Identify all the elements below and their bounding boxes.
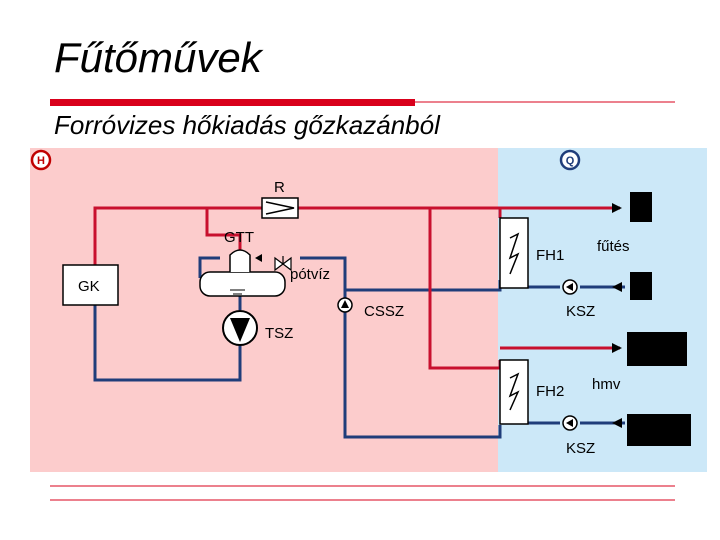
label-hmv: hmv <box>592 376 621 393</box>
zone-q-symbol: Q <box>559 149 581 171</box>
label-cssz: CSSZ <box>364 303 404 320</box>
hmv-flow-arrow <box>612 343 622 353</box>
label-fh2: FH2 <box>536 383 564 400</box>
heating-consumer-block <box>630 192 652 222</box>
zone-h-symbol: H <box>30 149 52 171</box>
label-gtt: GTT <box>224 229 254 246</box>
heat-exchanger-fh2 <box>499 359 529 425</box>
heat-exchanger-fh1 <box>499 217 529 289</box>
makeup-valve <box>255 254 292 272</box>
label-potviz: pótvíz <box>290 266 330 283</box>
zone-h-label: H <box>37 155 45 167</box>
heating-return-block <box>630 272 652 300</box>
label-tsz: TSZ <box>265 325 293 342</box>
pump-ksz-hmv <box>562 415 578 431</box>
title-rule-accent <box>50 99 415 106</box>
label-ksz-heating: KSZ <box>566 303 595 320</box>
page-subtitle: Forróvizes hőkiadás gőzkazánból <box>54 110 440 140</box>
supply-pipes <box>93 206 620 370</box>
label-futes: fűtés <box>597 238 630 255</box>
heating-flow-arrow <box>612 203 622 213</box>
hmv-consumer-block <box>627 332 687 366</box>
zone-q-label: Q <box>566 155 575 167</box>
label-gk: GK <box>78 278 100 295</box>
feedwater-tank-gtt <box>199 249 286 297</box>
steam-boiler-gk <box>62 264 119 306</box>
feed-pump-tsz <box>222 310 258 346</box>
pressure-reducer-r <box>261 197 299 219</box>
label-ksz-hmv: KSZ <box>566 440 595 457</box>
label-r: R <box>274 179 285 196</box>
pump-ksz-heating <box>562 279 578 295</box>
label-fh1: FH1 <box>536 247 564 264</box>
heating-return-arrow <box>612 282 622 292</box>
hmv-return-block <box>627 414 691 446</box>
page-title: Fűtőművek <box>54 34 262 81</box>
heat-source-zone <box>30 148 498 472</box>
hmv-return-arrow <box>612 418 622 428</box>
circulation-pump-cssz <box>337 297 353 313</box>
